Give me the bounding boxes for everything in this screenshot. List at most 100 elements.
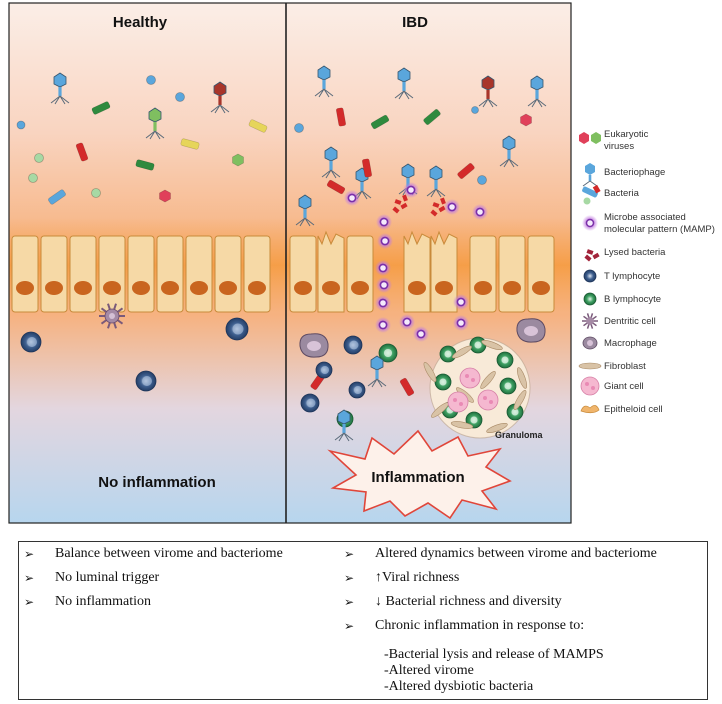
- t-lymphocyte-icon: [583, 269, 597, 283]
- bacteriophage: [394, 67, 414, 100]
- mamp: [444, 199, 460, 215]
- epithelial-cell: [185, 235, 213, 313]
- epithelial-cell: [346, 235, 374, 313]
- dendritic-cell: [99, 303, 125, 329]
- ibd-summary-item: Chronic inflammation in response to:: [375, 618, 585, 633]
- granuloma: [423, 336, 531, 439]
- healthy-title: Healthy: [113, 14, 168, 31]
- bacteriophage: [314, 65, 334, 98]
- fibroblast: [423, 362, 437, 382]
- bacteriophage: [295, 194, 315, 227]
- t-lymphocyte: [315, 361, 333, 379]
- healthy-summary-item: No inflammation: [55, 594, 152, 609]
- bullet-arrow-icon: ➢: [344, 619, 355, 633]
- legend-label: Epitheloid cell: [604, 404, 663, 415]
- bacterium: [48, 189, 66, 205]
- t-lymphocyte: [135, 370, 157, 392]
- epithelial-cell: [214, 235, 242, 313]
- giant-cell: [447, 391, 469, 413]
- microbes: [16, 65, 547, 442]
- microbe: [146, 75, 156, 85]
- mamp: [453, 294, 469, 310]
- fibroblast-icon: [578, 362, 602, 370]
- legend-label: Lysed bacteria: [604, 247, 666, 258]
- legend-label-2: viruses: [604, 141, 634, 152]
- lysed-bacteria: [430, 197, 446, 217]
- fibroblast: [516, 367, 528, 389]
- bacteria-icon: [582, 184, 601, 205]
- legend-label: Bacteriophage: [604, 167, 665, 178]
- epithelial-cell: [156, 235, 184, 313]
- ibd-summary-subitem: -Altered dysbiotic bacteria: [384, 679, 534, 694]
- epithelial-cell: [243, 235, 271, 313]
- inflammation-burst: [327, 429, 512, 520]
- epithelial-cell: [289, 235, 317, 313]
- no-inflammation-label: No inflammation: [98, 474, 216, 491]
- t-lymphocyte: [343, 335, 363, 355]
- ibd-title: IBD: [402, 14, 428, 31]
- fibroblast: [480, 371, 496, 389]
- lysed-bacteria-icon: [584, 249, 600, 262]
- bacterium: [457, 163, 475, 179]
- bacteriophage: [145, 107, 165, 140]
- bacteriophage: [478, 75, 498, 108]
- bacterium: [75, 142, 89, 162]
- mamp: [377, 233, 393, 249]
- bacterium: [423, 109, 441, 125]
- macrophage: [516, 318, 546, 343]
- bacteriophage-icon: [582, 163, 598, 187]
- t-lymphocyte: [225, 317, 249, 341]
- b-lymphocyte: [499, 377, 517, 395]
- bacteriophage: [321, 146, 341, 179]
- fibroblast: [513, 390, 527, 410]
- bacterium: [135, 159, 155, 171]
- granuloma-label: Granuloma: [495, 430, 544, 440]
- giant-cell: [459, 367, 481, 389]
- mamp-icon: [582, 215, 598, 231]
- epithelial-cell: [40, 235, 68, 313]
- ibd-summary-item: ↓ Bacterial richness and diversity: [375, 594, 562, 609]
- mamp: [375, 260, 391, 276]
- bacteriophage: [50, 72, 70, 105]
- healthy-summary-item: Balance between virome and bacteriome: [55, 546, 283, 561]
- legend-label: Dentritic cell: [604, 316, 656, 327]
- giant-cell: [477, 389, 499, 411]
- epithelial-cell: [11, 235, 39, 313]
- t-lymphocyte: [20, 331, 42, 353]
- epithelial-cell: [69, 235, 97, 313]
- mamp: [403, 182, 419, 198]
- epithelial-cell: [127, 235, 155, 313]
- bacterium: [326, 179, 346, 195]
- legend-label-2: molecular pattern (MAMP): [604, 224, 715, 235]
- microbe: [16, 120, 26, 130]
- inflammation-label: Inflammation: [371, 469, 464, 486]
- fibroblast: [481, 339, 503, 351]
- giant-cell-icon: [580, 376, 600, 396]
- bacteriophage: [499, 135, 519, 168]
- b-lymphocyte: [378, 343, 398, 363]
- epitheloid-cell-icon: [580, 405, 600, 414]
- microbe: [471, 106, 479, 114]
- b-lymphocyte: [434, 373, 452, 391]
- epithelial-cell: [430, 230, 458, 313]
- legend: EukaryoticvirusesBacteriophageBacteriaMi…: [578, 129, 715, 415]
- legend-label: Giant cell: [604, 381, 644, 392]
- eukaryotic-virus-icon: [579, 132, 601, 144]
- epithelial-cell: [98, 235, 126, 313]
- epithelial-cell: [403, 230, 431, 313]
- epithelial-cell: [317, 230, 345, 313]
- microbe: [294, 123, 304, 133]
- bullet-arrow-icon: ➢: [24, 595, 35, 609]
- epithelial-cell: [527, 235, 555, 313]
- dendritic-cell-icon: [582, 313, 598, 329]
- eukaryotic-virus: [232, 153, 244, 167]
- bullet-arrow-icon: ➢: [24, 571, 35, 585]
- mamp: [376, 214, 392, 230]
- epithelial-cell: [498, 235, 526, 313]
- legend-label: Macrophage: [604, 338, 657, 349]
- mamp: [375, 317, 391, 333]
- ibd-summary-item: Altered dynamics between virome and bact…: [375, 546, 657, 561]
- bacterium: [370, 114, 390, 130]
- bullet-arrow-icon: ➢: [344, 571, 355, 585]
